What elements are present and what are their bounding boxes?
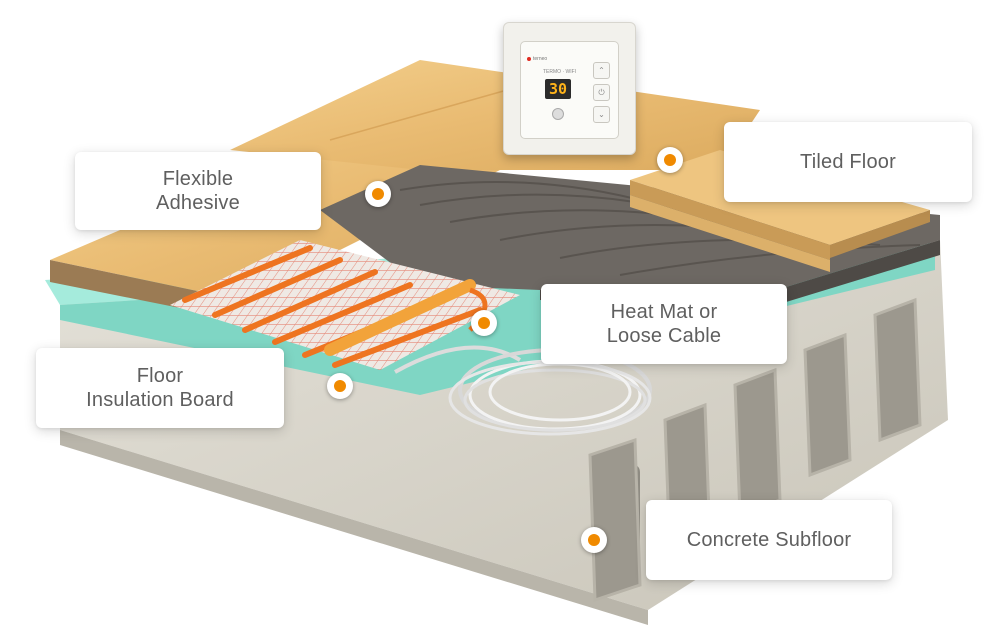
concrete-subfloor-label: Concrete Subfloor: [686, 529, 852, 551]
thermostat-model: TERMO · WIFI: [543, 69, 577, 75]
thermostat-dial-icon: [552, 108, 564, 120]
marker-floor-insulation[interactable]: [327, 373, 353, 399]
thermostat: terneo TERMO · WIFI 30 ⌃ ⏻ ⌄: [503, 22, 636, 155]
thermostat-power-icon: ⏻: [593, 84, 610, 101]
callout-flexible-adhesive: Flexible Adhesive: [75, 152, 321, 230]
marker-concrete-subfloor[interactable]: [581, 527, 607, 553]
callout-concrete-subfloor: Concrete Subfloor: [646, 500, 892, 580]
thermostat-brand: terneo: [533, 56, 548, 62]
concrete-hollows: [588, 297, 922, 603]
thermostat-up-icon: ⌃: [593, 62, 610, 79]
thermostat-display: 30: [545, 79, 571, 99]
callout-tiled-floor: Tiled Floor: [724, 122, 972, 202]
thermostat-panel: terneo TERMO · WIFI 30 ⌃ ⏻ ⌄: [520, 41, 619, 139]
callout-heat-mat: Heat Mat or Loose Cable: [541, 284, 787, 364]
thermostat-down-icon: ⌄: [593, 106, 610, 123]
floor-insulation-label: Floor Insulation Board: [86, 365, 234, 411]
brand-dot: [527, 57, 531, 61]
heat-mat: [170, 240, 520, 370]
callout-floor-insulation: Floor Insulation Board: [36, 348, 284, 428]
heat-mat-label: Heat Mat or Loose Cable: [606, 301, 722, 347]
tiled-floor-label: Tiled Floor: [800, 151, 896, 173]
marker-flexible-adhesive[interactable]: [365, 181, 391, 207]
marker-heat-mat[interactable]: [471, 310, 497, 336]
marker-tiled-floor[interactable]: [657, 147, 683, 173]
flexible-adhesive-label: Flexible Adhesive: [156, 168, 240, 214]
